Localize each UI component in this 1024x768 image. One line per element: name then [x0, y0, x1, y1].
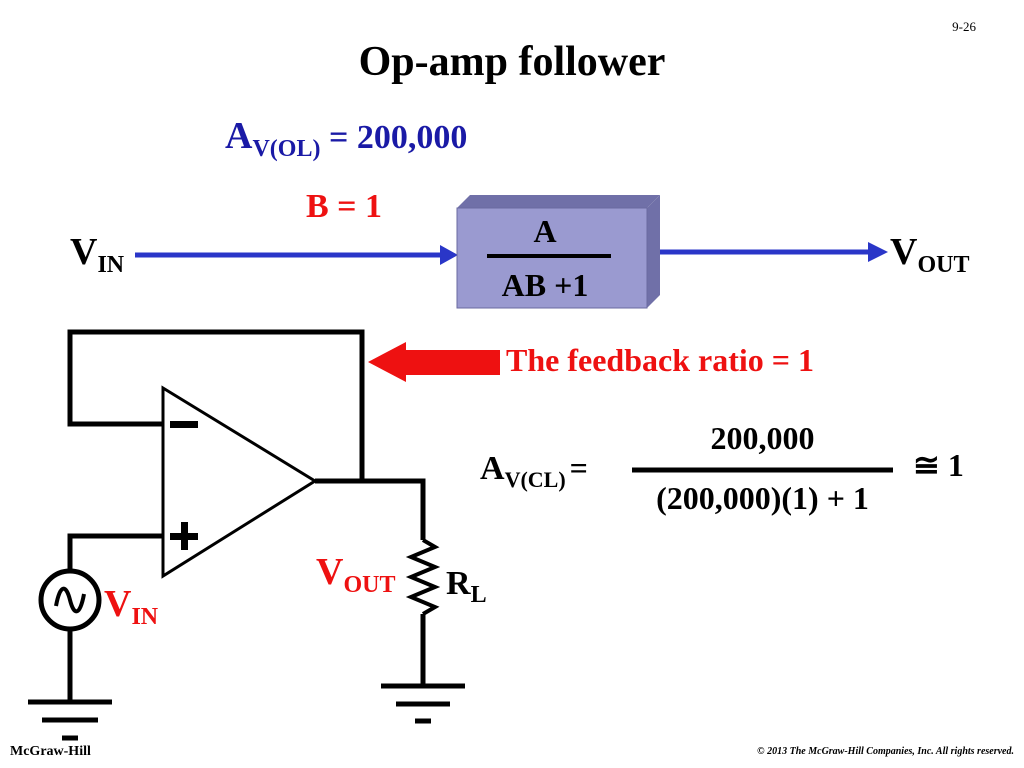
input-wire [67, 533, 163, 572]
closed-loop-gain-lhs: AV(CL) = [480, 450, 588, 492]
open-loop-gain: AV(OL) = 200,000 [225, 114, 468, 162]
block-output-label: VOUT [890, 230, 969, 278]
circuit-input-subscript: IN [131, 604, 159, 630]
load-resistor-label: RL [446, 560, 487, 608]
minus-symbol [170, 421, 198, 428]
circuit-output-label: VOUT [316, 550, 395, 598]
sine-wave-icon [54, 586, 86, 614]
load-resistor-subscript: L [470, 582, 487, 608]
op-amp-triangle [161, 385, 318, 579]
feedback-wire [67, 329, 365, 484]
open-loop-gain-symbol: A [225, 115, 253, 157]
feedback-pointer-head [368, 342, 406, 382]
block-input-label: VIN [70, 230, 124, 278]
box-top-face [457, 195, 660, 208]
feedback-note: The feedback ratio = 1 [506, 342, 814, 378]
circuit-input-label: VIN [104, 582, 158, 630]
equation-numerator: 200,000 [710, 420, 815, 456]
footer-publisher: McGraw-Hill [10, 744, 91, 759]
closed-loop-gain-symbol: A [480, 450, 505, 487]
output-arrow-head [868, 242, 888, 262]
load-resistor-symbol: R [446, 565, 471, 602]
feedback-fraction: B = 1 [306, 188, 383, 225]
equation-result: ≅ 1 [913, 447, 964, 483]
input-arrow-head [440, 245, 458, 265]
box-side-face [647, 195, 660, 308]
feedback-pointer-shaft [404, 350, 500, 375]
circuit-output-symbol: V [316, 551, 344, 593]
closed-loop-gain-subscript: V(CL) [504, 467, 566, 492]
page-title: Op-amp follower [358, 39, 666, 85]
footer-copyright: © 2013 The McGraw-Hill Companies, Inc. A… [757, 746, 1014, 757]
closed-loop-gain-equals: = [569, 450, 588, 486]
circuit-input-symbol: V [104, 583, 132, 625]
open-loop-gain-subscript: V(OL) [252, 136, 321, 162]
equation-denominator: (200,000)(1) + 1 [656, 480, 869, 516]
block-input-symbol: V [70, 231, 98, 273]
block-output-subscript: OUT [917, 252, 970, 278]
plus-symbol-v [181, 522, 188, 550]
load-resistor-icon [405, 538, 441, 616]
box-numerator: A [533, 213, 557, 249]
box-denominator: AB +1 [501, 267, 589, 303]
circuit-output-subscript: OUT [343, 572, 396, 598]
slide-number: 9-26 [952, 19, 976, 34]
block-output-symbol: V [890, 231, 918, 273]
block-input-subscript: IN [97, 252, 125, 278]
open-loop-gain-value: = 200,000 [328, 119, 468, 156]
output-wire [362, 478, 426, 540]
